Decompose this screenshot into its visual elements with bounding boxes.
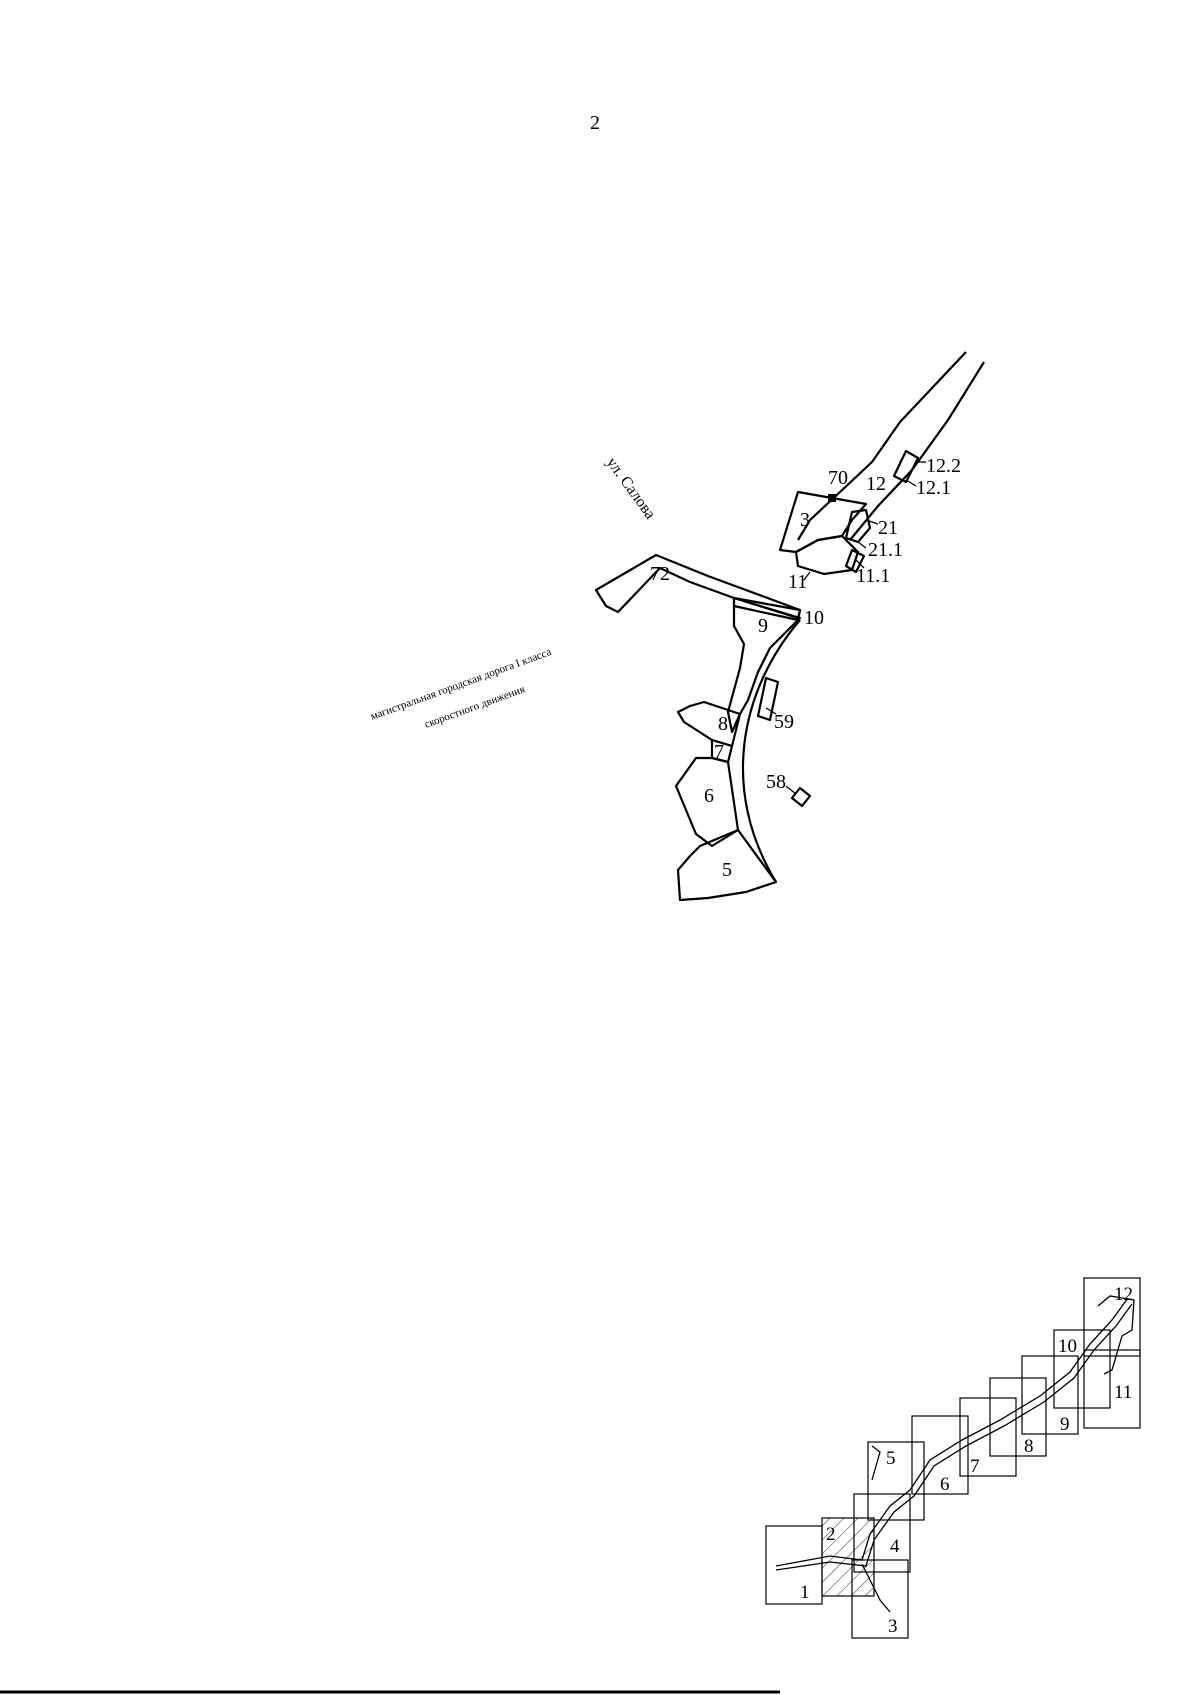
index-route-line-b [775,1303,1133,1571]
sheet-2-label: 2 [826,1524,836,1545]
sheet-8-label: 8 [1024,1436,1034,1457]
page-number: 2 [590,112,600,134]
label-70: 70 [828,467,848,489]
index-map: 1 2 3 4 5 6 7 8 9 10 11 12 [765,1277,1141,1639]
sheet-4-frame [853,1493,911,1573]
sheet-12-frame [1083,1277,1141,1357]
leader-21.1 [857,541,867,549]
sheet-2-hatch [822,1518,874,1596]
parcel-12.2-outline [892,449,920,484]
parcel-21-outline [844,508,872,544]
label-12.1: 12.1 [916,477,951,499]
label-11.1: 11.1 [856,565,890,587]
sheet-4-label: 4 [890,1536,900,1557]
label-6: 6 [704,785,714,807]
label-5: 5 [722,859,732,881]
label-72: 72 [650,563,670,585]
parcel-11.1-outline [844,548,866,574]
leader-58 [785,785,797,795]
index-branch-south [861,1563,891,1613]
sheet-11-label: 11 [1114,1382,1132,1403]
parcel-6-outline [674,756,740,848]
leader-11.1 [855,559,865,569]
leader-11 [803,571,811,581]
sheet-6-frame [911,1415,969,1495]
sheet-8-frame [989,1377,1047,1457]
curved-road-edge [741,619,801,883]
leader-59 [765,707,777,715]
sheet-10-frame [1053,1329,1111,1409]
street-label: ул. Салова [603,454,659,522]
sheet-7-frame [959,1397,1017,1477]
parcel-5-outline [676,828,778,902]
leader-21 [865,519,879,525]
sheet-6-label: 6 [940,1474,950,1495]
sheet-1-label: 1 [800,1582,810,1603]
label-59: 59 [774,711,794,733]
road-strip-line-east [849,361,985,541]
label-21: 21 [878,517,898,539]
label-3: 3 [800,509,810,531]
leader-12.1 [905,479,917,487]
parcel-11-outline [794,534,860,576]
parcel-70-marker [828,494,836,502]
parcel-10-outline [732,596,802,622]
sheet-9-label: 9 [1060,1414,1070,1435]
parcel-58-outline [790,786,812,808]
label-12: 12 [866,473,886,495]
label-7: 7 [714,741,724,763]
index-branch-west [871,1445,881,1481]
label-12.2: 12.2 [926,455,961,477]
sheet-7-label: 7 [970,1456,980,1477]
index-branch-north [1097,1295,1135,1375]
sheet-3-frame [851,1559,909,1639]
sheet-10-label: 10 [1058,1336,1077,1357]
main-map: 70 12 12.2 12.1 3 21 21.1 11.1 11 72 10 … [369,351,985,902]
index-route-line-a [775,1297,1129,1567]
parcel-59-outline [756,676,780,722]
label-8: 8 [718,713,728,735]
sheet-12-label: 12 [1114,1284,1133,1305]
sheet-9-frame [1021,1355,1079,1435]
sheet-3-label: 3 [888,1616,898,1637]
label-21.1: 21.1 [868,539,903,561]
label-9: 9 [758,615,768,637]
label-58: 58 [766,771,786,793]
sheet-5-label: 5 [886,1448,896,1469]
parcel-8-outline [676,700,742,748]
sheet-11-frame [1083,1349,1141,1429]
parcel-3-outline [778,490,868,554]
road-strip-line-west [797,351,967,541]
label-11: 11 [788,571,807,593]
label-10: 10 [804,607,824,629]
